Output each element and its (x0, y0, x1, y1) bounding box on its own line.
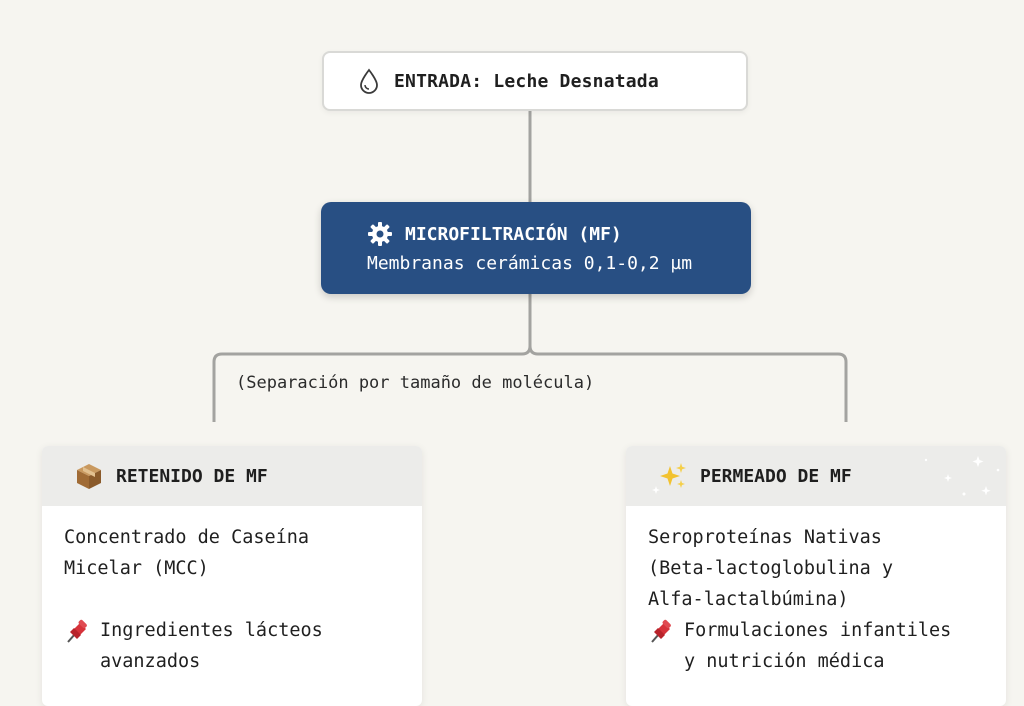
microfiltration-node: MICROFILTRACIÓN (MF) Membranas cerámicas… (321, 202, 751, 294)
pushpin-icon (648, 615, 676, 677)
package-icon (74, 461, 104, 491)
connector-branch-left (212, 345, 532, 422)
retentate-application: Ingredientes lácteos avanzados (64, 615, 402, 677)
permeate-description: Seroproteínas Nativas (Beta-lactoglobuli… (648, 527, 894, 610)
permeate-card-body: Seroproteínas Nativas (Beta-lactoglobuli… (626, 506, 1006, 677)
input-node: ENTRADA: Leche Desnatada (322, 51, 748, 111)
retentate-card-body: Concentrado de Caseína Micelar (MCC) Ing… (42, 506, 422, 677)
sparkles-icon (658, 461, 688, 491)
permeate-card-header: PERMEADO DE MF (626, 446, 1006, 506)
process-title: MICROFILTRACIÓN (MF) (405, 223, 622, 245)
permeate-application: Formulaciones infantiles y nutrición méd… (648, 615, 986, 677)
permeate-card: PERMEADO DE MF Seroproteínas Nativas (Be… (626, 446, 1006, 706)
retentate-card: RETENIDO DE MF Concentrado de Caseína Mi… (42, 446, 422, 706)
droplet-icon (358, 68, 382, 94)
permeate-application-text: Formulaciones infantiles y nutrición méd… (684, 620, 952, 672)
process-subtitle: Membranas cerámicas 0,1-0,2 µm (367, 253, 693, 274)
retentate-description: Concentrado de Caseína Micelar (MCC) (64, 527, 310, 579)
pushpin-icon (64, 615, 92, 677)
connector-branch-right (528, 345, 848, 422)
retentate-card-header: RETENIDO DE MF (42, 446, 422, 506)
sparkle-decoration (652, 456, 1000, 496)
retentate-title: RETENIDO DE MF (116, 465, 268, 487)
gear-icon (367, 221, 393, 247)
branch-note: (Separación por tamaño de molécula) (236, 373, 595, 393)
permeate-title: PERMEADO DE MF (700, 465, 852, 487)
input-node-label: ENTRADA: Leche Desnatada (394, 70, 659, 92)
retentate-application-text: Ingredientes lácteos avanzados (100, 620, 323, 672)
